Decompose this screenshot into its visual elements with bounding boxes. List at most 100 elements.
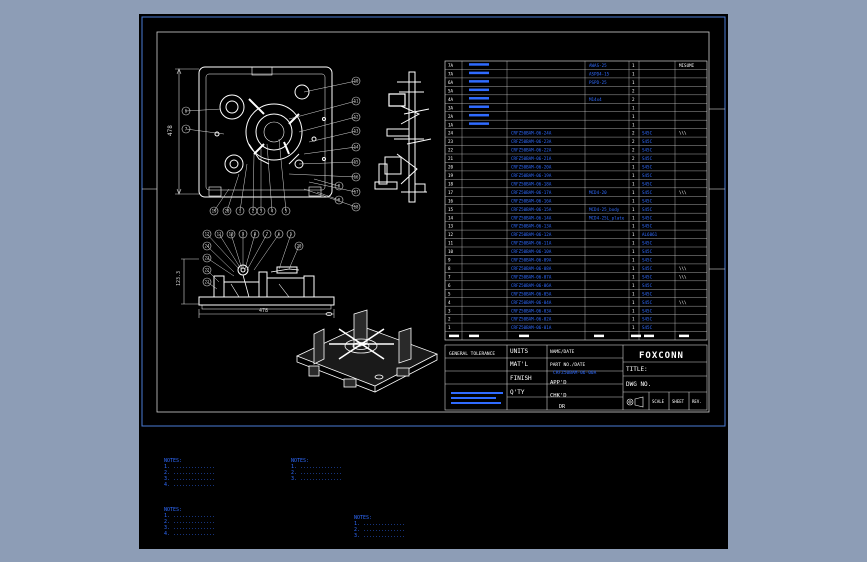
top-view-balloon: 18: [351, 202, 361, 212]
front-view-balloon-number: 12: [205, 232, 210, 237]
top-view-balloon-number: 5: [285, 209, 288, 214]
bom-material: S45C: [642, 173, 653, 178]
top-view-balloon-number: 1: [239, 209, 242, 214]
bom-note: \\\: [679, 131, 687, 136]
rev-label: REV.: [692, 399, 702, 404]
inner-frame: [156, 31, 710, 413]
notes-group-d: NOTES:1. ..............2. ..............…: [354, 515, 405, 539]
bom-item-number: 19: [448, 173, 454, 178]
bom-item-number: 17: [448, 190, 454, 195]
bom-quantity: 1: [632, 198, 635, 203]
top-view-balloon-number: 9: [338, 198, 341, 203]
note-line: NOTES:: [354, 515, 372, 521]
bom-description: MCD4-20: [589, 190, 607, 195]
bom-quantity: 1: [632, 317, 635, 322]
notes-group-c: NOTES:1. ..............2. ..............…: [164, 507, 215, 537]
top-view-balloon-number: 10: [354, 79, 359, 84]
bom-item-number: 20: [448, 165, 454, 170]
front-view-balloon: 11: [214, 229, 224, 239]
top-view-balloon-number: 7: [185, 127, 188, 132]
outer-frame: [141, 16, 726, 427]
sheet-label: SHEET: [672, 399, 685, 404]
bom-part-number: CRFZ50BAM-06-14A: [511, 215, 552, 220]
top-view: [198, 66, 333, 198]
bom-part-number: CRFZ50BAM-06-15A: [511, 207, 552, 212]
front-view-height-dimension: 123.3: [176, 271, 182, 286]
bom-part-number: CRFZ50BAM-06-21A: [511, 156, 552, 161]
top-view-balloon-number: 2: [252, 209, 255, 214]
bom-item-number: 1: [448, 325, 451, 330]
front-view-width-dimension: 478: [259, 308, 268, 314]
top-view-balloon-number: 11: [354, 99, 359, 104]
bom-item-number: 7A: [448, 72, 454, 77]
bom-quantity: 1: [632, 190, 635, 195]
top-view-balloon-number: 19: [212, 209, 217, 214]
front-view-balloon: 10: [226, 229, 236, 239]
bom-description: PSPD-25: [589, 80, 607, 85]
note-line: 2. ..............: [164, 519, 215, 525]
bom-material: S45C: [642, 258, 653, 263]
top-view-balloon-number: 12: [354, 115, 359, 120]
bom-part-number: CRFZ50BAM-06-11A: [511, 241, 552, 246]
top-view-balloon-number: 18: [354, 205, 359, 210]
bom-material: S45C: [642, 207, 653, 212]
top-view-balloon-number: 16: [354, 175, 359, 180]
bom-material: AL6061: [642, 232, 658, 237]
finish-label: FINISH: [510, 375, 532, 382]
top-view-balloon: 8: [334, 181, 344, 191]
front-view-balloon: 9: [238, 229, 248, 239]
bom-item-number: 7: [448, 274, 451, 279]
top-view-balloon-number: 17: [354, 190, 359, 195]
bom-part-number: CRFZ50BAM-06-10A: [511, 249, 552, 254]
front-view-balloon: 6: [274, 229, 284, 239]
bom-material: S45C: [642, 181, 653, 186]
top-view-balloon: 13: [351, 126, 361, 136]
projection-symbol-icon: [626, 396, 644, 408]
bom-quantity: 2: [632, 148, 635, 153]
front-view-balloon: 20: [294, 241, 304, 251]
note-line: 1. ..............: [164, 464, 215, 470]
general-tolerance-label: GENERAL TOLERANCE: [449, 351, 495, 357]
bom-material: S45C: [642, 241, 653, 246]
top-view-balloon: 1: [235, 206, 245, 216]
units-label: UNITS: [510, 348, 528, 355]
bom-quantity: 1: [632, 207, 635, 212]
bom-item-number: 5A: [448, 88, 454, 93]
front-view-balloon: 5: [286, 229, 296, 239]
bom-item-number: 23: [448, 139, 454, 144]
top-view-balloon: 11: [351, 96, 361, 106]
bom-part-number: CRFZ50BAM-06-20A: [511, 165, 552, 170]
top-view-balloon: 2: [248, 206, 258, 216]
front-view-balloon: 21: [202, 277, 212, 287]
top-view-balloon: 20: [222, 206, 232, 216]
top-view-balloon: 3: [256, 206, 266, 216]
top-view-balloon: 6: [181, 106, 191, 116]
bom-description: MCD4-25_body: [589, 207, 620, 212]
top-view-dimension: [175, 68, 199, 195]
top-view-balloon-number: 4: [271, 209, 274, 214]
bom-quantity: 2: [632, 88, 635, 93]
bom-row: 5A 2: [448, 88, 635, 93]
bom-item-number: 6A: [448, 80, 454, 85]
bom-quantity: 1: [632, 249, 635, 254]
front-view-balloon-number: 9: [242, 232, 245, 237]
bom-material: S45C: [642, 139, 653, 144]
note-line: 3. ..............: [354, 533, 405, 539]
front-view-balloon-number: 22: [205, 268, 210, 273]
top-view-balloon: 7: [181, 124, 191, 134]
bom-part-number: CRFZ50BAM-06-07A: [511, 274, 552, 279]
bom-description: M14x4: [589, 97, 602, 102]
